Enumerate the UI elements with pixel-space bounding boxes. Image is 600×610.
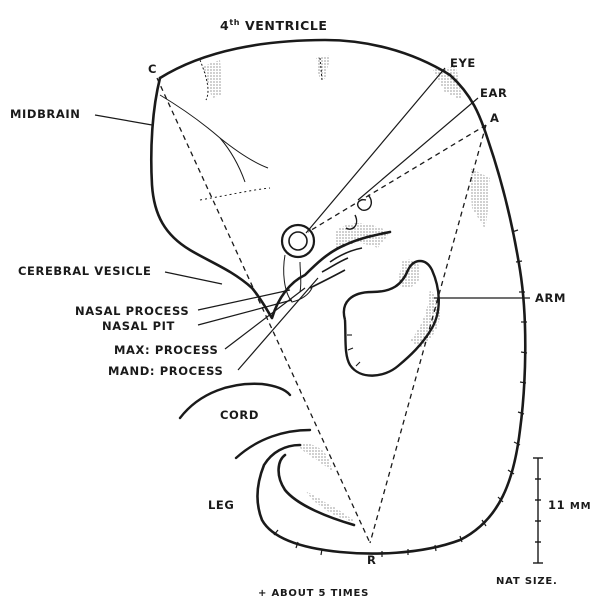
leader-eye xyxy=(305,67,446,234)
stipple-shading xyxy=(203,55,490,522)
label-leg: LEG xyxy=(208,498,235,512)
label-point-a: A xyxy=(490,111,500,125)
line-c-to-r xyxy=(156,77,371,544)
embryo-outline-lower-left xyxy=(277,453,356,527)
leader-mand xyxy=(237,277,319,371)
label-scale-value: 11 MM xyxy=(548,498,592,512)
label-arm: ARM xyxy=(535,291,566,305)
head-outline-front xyxy=(149,76,392,320)
internal-outlines xyxy=(159,57,323,303)
arm-bud-ticks xyxy=(347,334,361,367)
branchial-arches xyxy=(309,247,363,289)
dashed-lines xyxy=(156,77,487,544)
cord-lower-shape xyxy=(234,428,312,460)
leader-max xyxy=(224,287,306,350)
label-eye: EYE xyxy=(450,56,476,70)
label-max-process: MAX: PROCESS xyxy=(114,343,219,357)
label-nasal-pit: NASAL PIT xyxy=(102,319,175,333)
label-point-r: R xyxy=(367,553,377,567)
dorsal-ticks xyxy=(273,229,528,557)
label-ear: EAR xyxy=(480,86,508,100)
leader-nasal-pit xyxy=(197,299,293,326)
eye-shape xyxy=(280,223,316,259)
line-a-to-eye xyxy=(307,124,487,233)
leader-cerebral xyxy=(164,271,223,285)
label-midbrain: MIDBRAIN xyxy=(10,107,81,121)
label-mand-process: MAND: PROCESS xyxy=(108,364,224,378)
label-cerebral-vesicle: CEREBRAL VESICLE xyxy=(18,264,152,278)
label-magnification: + ABOUT 5 TIMES xyxy=(258,588,370,599)
leader-midbrain xyxy=(94,114,153,126)
arm-bud xyxy=(342,259,440,377)
line-a-to-r xyxy=(369,124,487,544)
leader-lines xyxy=(94,67,530,371)
label-cord: CORD xyxy=(220,408,260,422)
embryo-outline xyxy=(158,38,527,555)
label-nat-size: NAT SIZE. xyxy=(496,576,558,587)
label-point-c: C xyxy=(148,62,158,76)
label-nasal-process: NASAL PROCESS xyxy=(75,304,190,318)
label-fourth-ventricle: 4th VENTRICLE xyxy=(220,18,328,34)
scale-bar xyxy=(533,457,543,564)
cord-shape xyxy=(178,382,292,420)
leader-ear xyxy=(357,97,479,201)
leader-nasal-process xyxy=(197,289,291,311)
